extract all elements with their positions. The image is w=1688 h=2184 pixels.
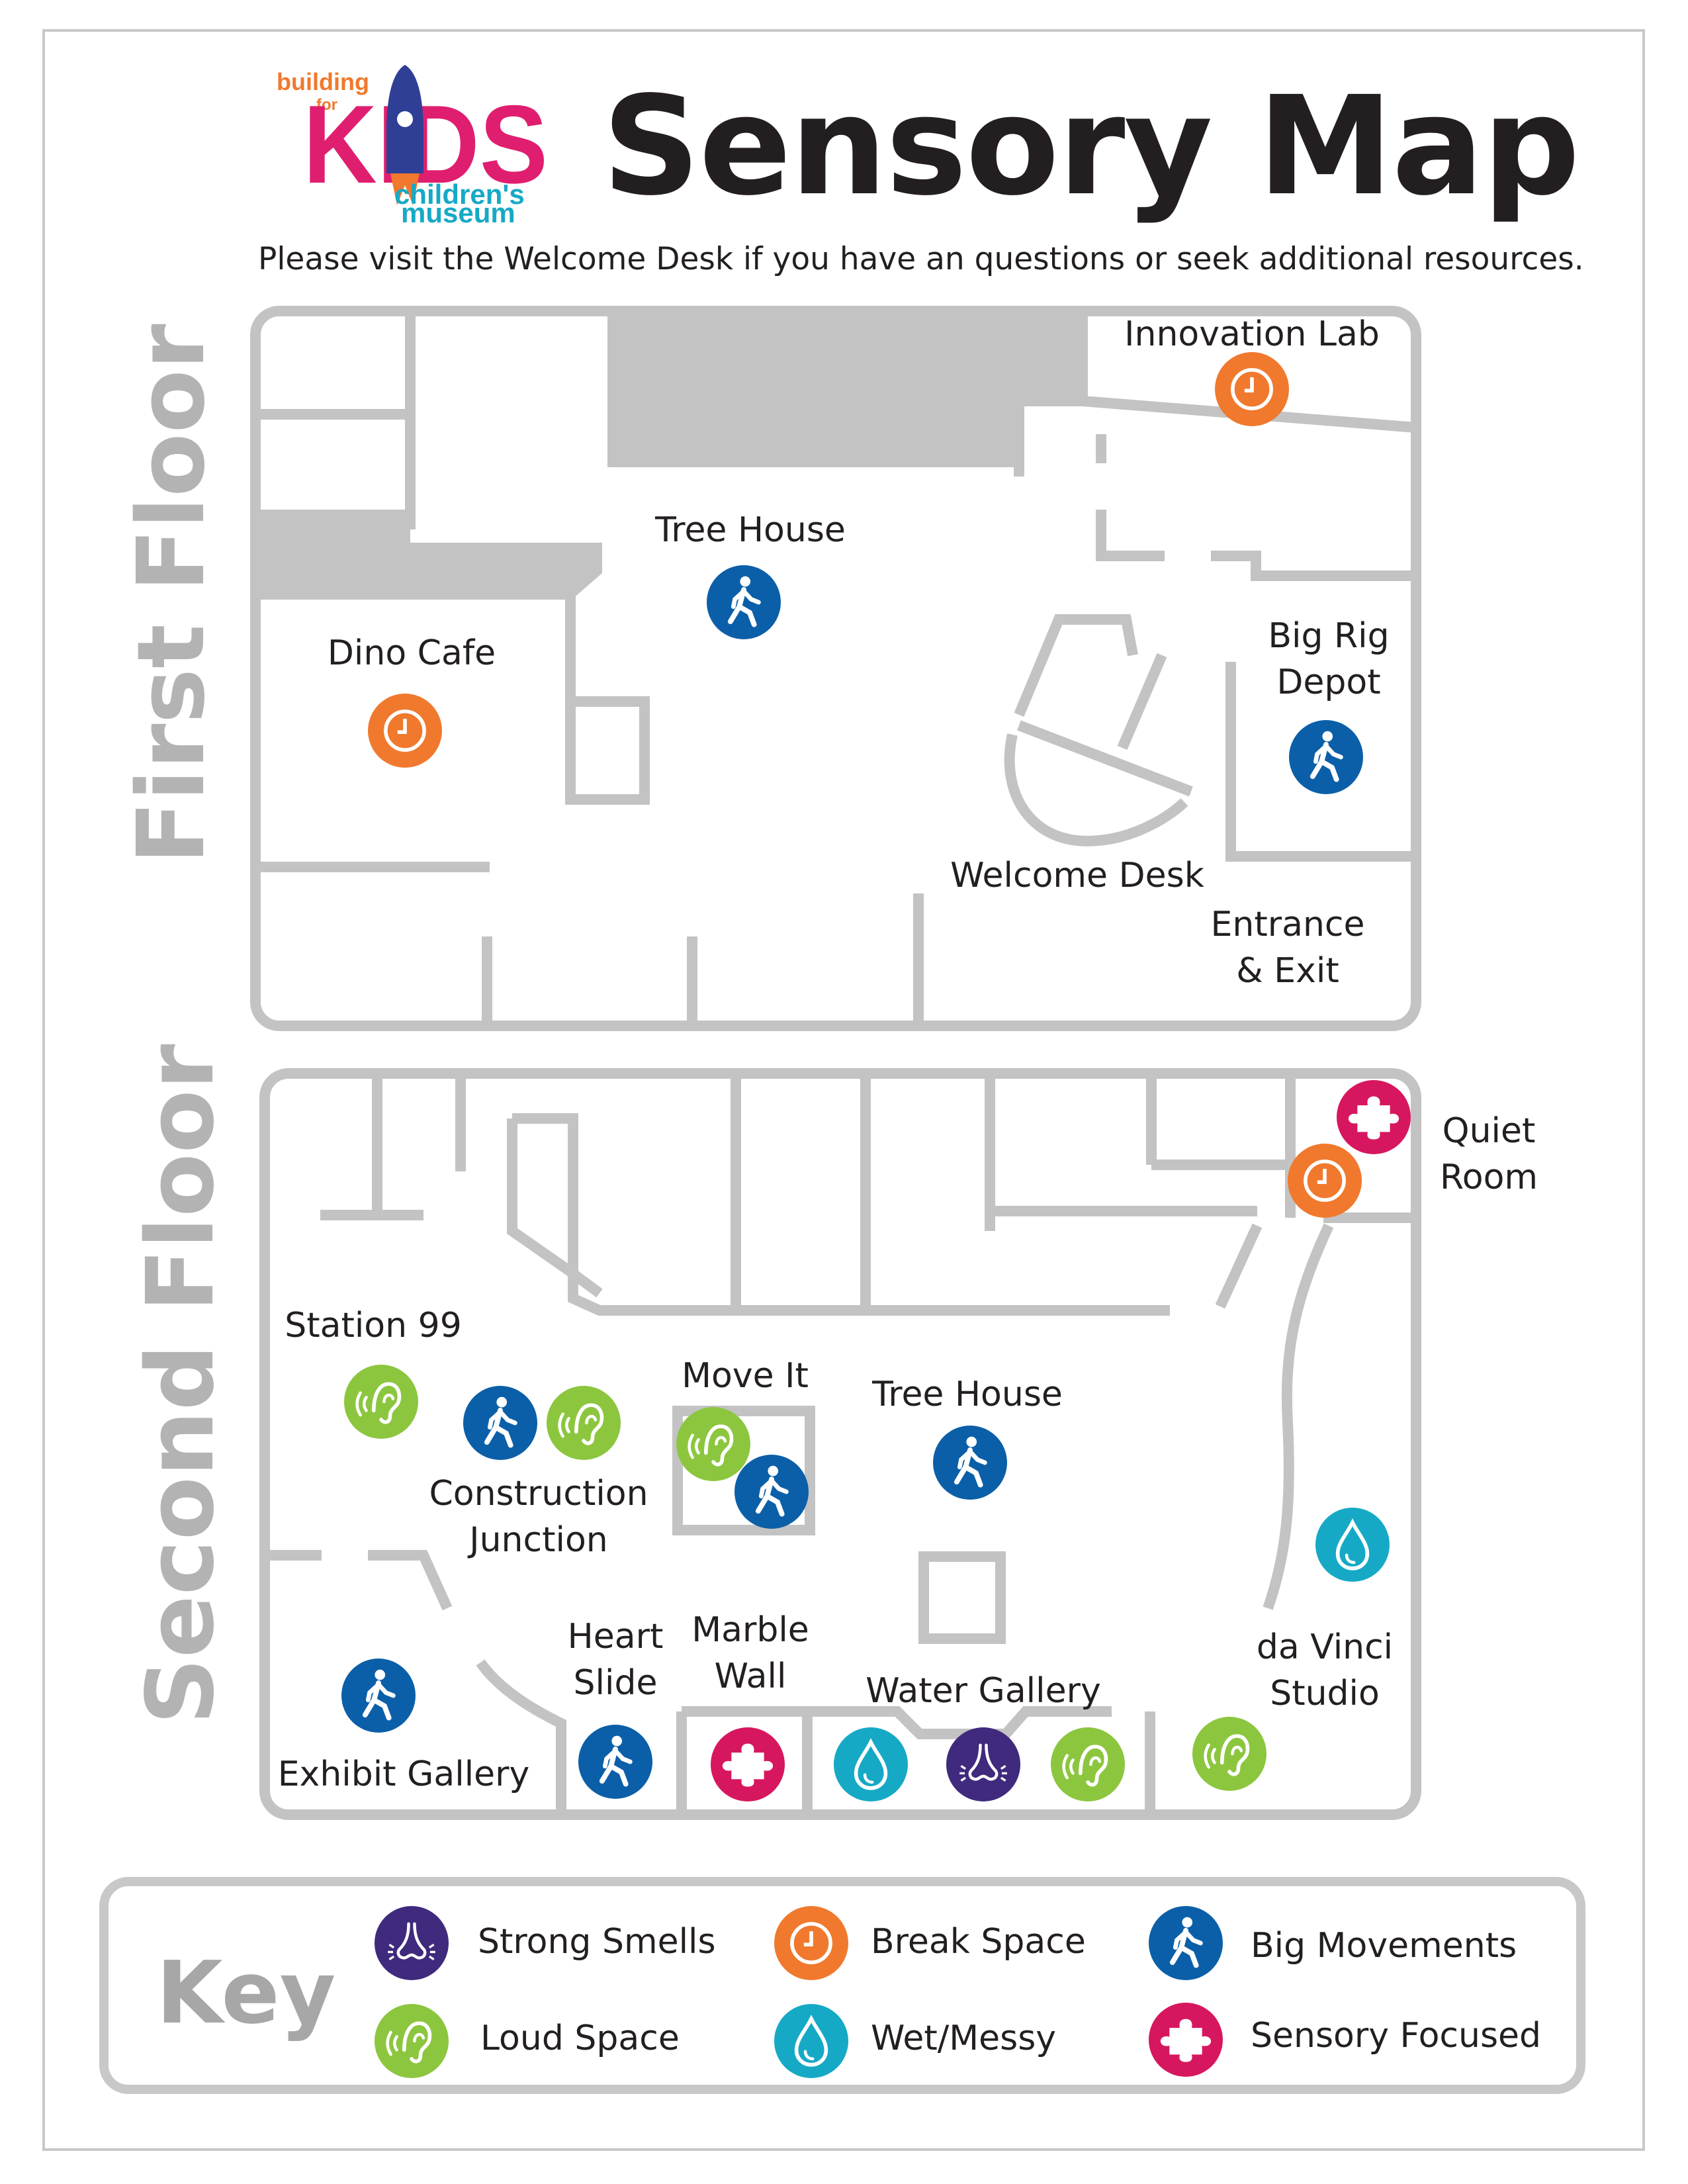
room-dino-cafe: Dino Cafe	[327, 633, 496, 673]
key-title: Key	[156, 1942, 336, 2043]
room-innovation-lab: Innovation Lab	[1124, 314, 1380, 354]
second-floor-label: Second Floor	[127, 1044, 235, 1725]
second-floor-walls	[259, 1068, 1421, 1820]
key-label-strong-smells: Strong Smells	[478, 1922, 716, 1962]
room-move-it: Move It	[682, 1356, 809, 1396]
ear-icon	[375, 2004, 449, 2078]
logo-bottom-line1: children's	[394, 179, 525, 210]
first-floor-label: First Floor	[118, 324, 226, 864]
nose-icon	[946, 1727, 1020, 1801]
blocked-area	[255, 515, 602, 600]
room-station-99: Station 99	[285, 1306, 462, 1345]
walking-person-icon	[707, 565, 781, 639]
key-label-wet-messy: Wet/Messy	[871, 2019, 1057, 2058]
water-drop-icon	[834, 1727, 908, 1801]
logo-for-text: for	[316, 96, 337, 114]
clock-icon	[1215, 352, 1289, 426]
room-tree-house-second: Tree House	[872, 1375, 1063, 1414]
room-exhibit-gallery: Exhibit Gallery	[277, 1754, 530, 1794]
key-label-loud-space: Loud Space	[480, 2019, 680, 2058]
map-key	[99, 1877, 1585, 2094]
walking-person-icon	[933, 1426, 1007, 1500]
ear-icon	[547, 1386, 621, 1460]
logo-bottom-line2: museum	[401, 197, 515, 228]
floor-plans	[250, 306, 1421, 1820]
nose-icon	[375, 1906, 449, 1980]
key-label-break-space: Break Space	[871, 1922, 1086, 1962]
room-water-gallery: Water Gallery	[866, 1671, 1101, 1711]
key-label-sensory-focused: Sensory Focused	[1251, 2016, 1542, 2056]
logo-top-text: building	[277, 68, 369, 95]
kids-museum-logo: building for KIDS children's museum	[277, 65, 548, 228]
walking-person-icon	[1289, 720, 1363, 794]
page-title: Sensory Map	[602, 67, 1580, 226]
key-label-big-movements: Big Movements	[1251, 1926, 1517, 1966]
ear-icon	[1051, 1727, 1125, 1801]
page-subtitle: Please visit the Welcome Desk if you hav…	[258, 241, 1584, 277]
water-drop-icon	[1315, 1508, 1390, 1582]
blocked-area	[607, 311, 1083, 467]
clock-icon	[368, 694, 442, 768]
room-entrance-exit: Entrance& Exit	[1210, 905, 1365, 991]
walking-person-icon	[1149, 1906, 1223, 1980]
puzzle-piece-icon	[1149, 2003, 1223, 2077]
ear-icon	[344, 1365, 418, 1439]
walking-person-icon	[341, 1659, 416, 1733]
logo-kids-text: KIDS	[303, 82, 548, 206]
page-frame	[42, 29, 1645, 2151]
clock-icon	[1288, 1144, 1362, 1218]
room-welcome-desk: Welcome Desk	[950, 856, 1204, 895]
ear-icon	[1192, 1717, 1266, 1791]
clock-icon	[774, 1906, 848, 1980]
walking-person-icon	[734, 1455, 809, 1529]
room-tree-house-first: Tree House	[655, 510, 846, 550]
walking-person-icon	[463, 1386, 537, 1460]
water-drop-icon	[774, 2004, 848, 2078]
walking-person-icon	[578, 1725, 652, 1799]
puzzle-piece-icon	[711, 1727, 785, 1801]
